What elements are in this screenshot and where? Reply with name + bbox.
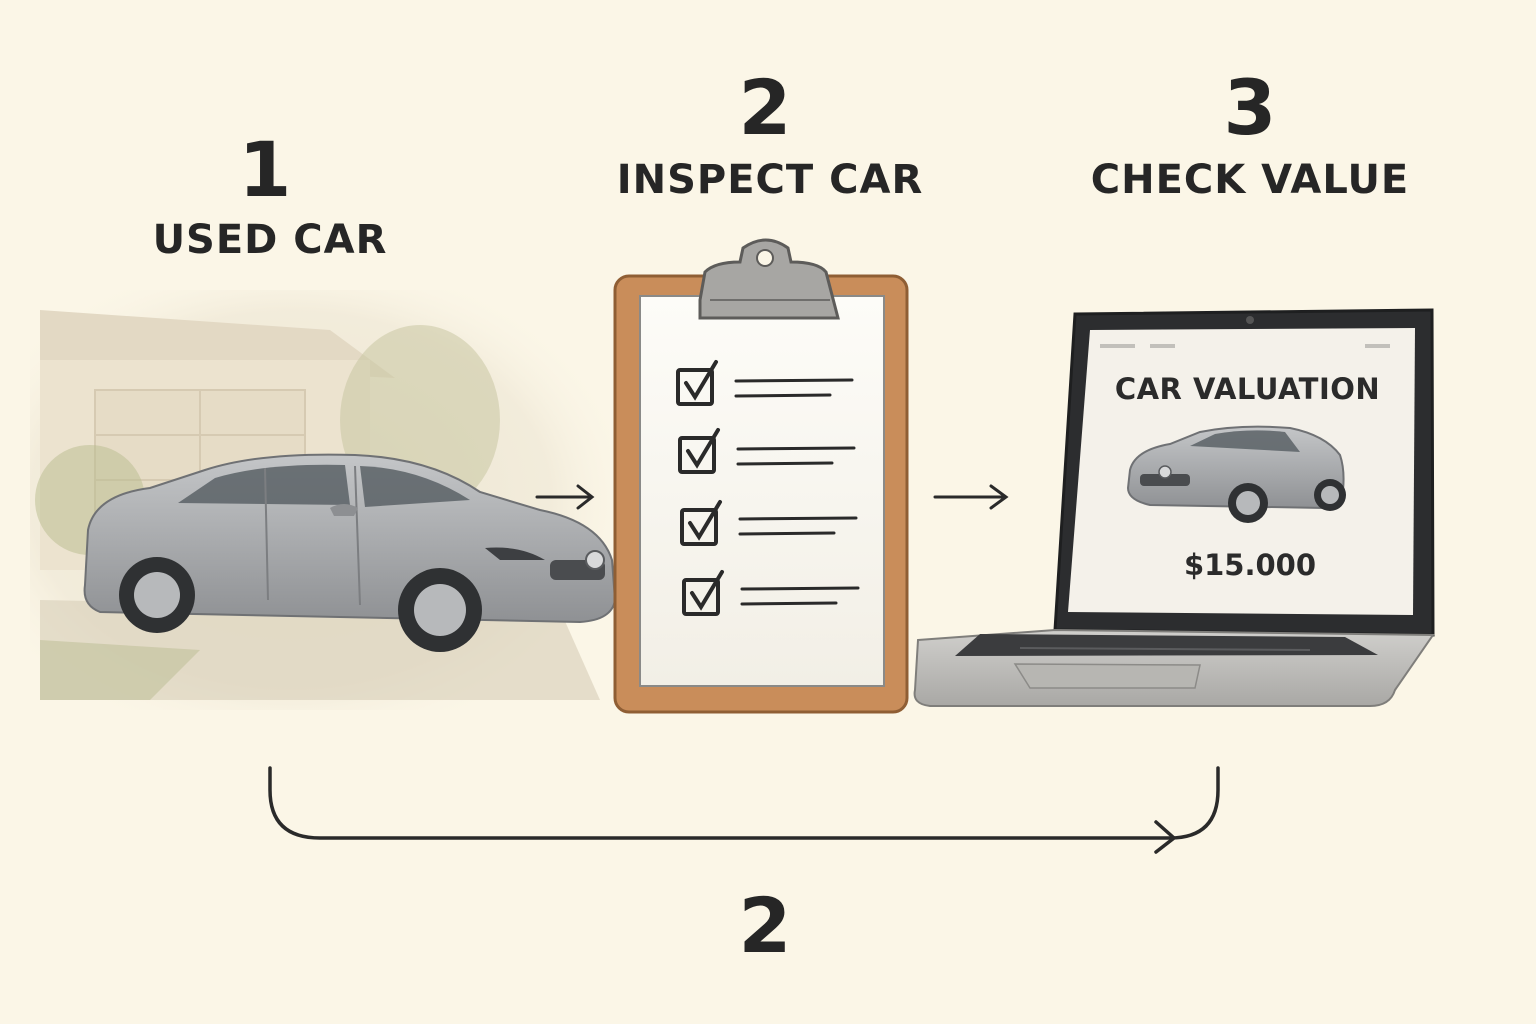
- step-1-number: 1: [238, 125, 292, 214]
- bottom-bracket-arrow: [268, 766, 1220, 854]
- step-3-label: CHECK VALUE: [1090, 157, 1410, 203]
- arrow-step-2-to-3: [933, 484, 1009, 510]
- bottom-step-number: 2: [738, 881, 792, 970]
- checklist-item-2: [678, 428, 856, 474]
- checklist-item-3: [680, 500, 858, 546]
- step-2-number: 2: [738, 63, 792, 152]
- arrow-step-1-to-2: [535, 484, 595, 510]
- used-car-illustration: [83, 453, 617, 652]
- clipboard-illustration: [613, 238, 909, 714]
- checklist-item-1: [676, 360, 854, 406]
- step-3-number: 3: [1223, 63, 1277, 152]
- valuation-price: $15.000: [1183, 548, 1317, 582]
- step-1-label: USED CAR: [152, 217, 388, 263]
- checklist-item-4: [682, 570, 860, 616]
- valuation-screen-title: CAR VALUATION: [1114, 372, 1381, 406]
- valuation-car-illustration: [1126, 425, 1346, 523]
- step-2-label: INSPECT CAR: [616, 157, 924, 203]
